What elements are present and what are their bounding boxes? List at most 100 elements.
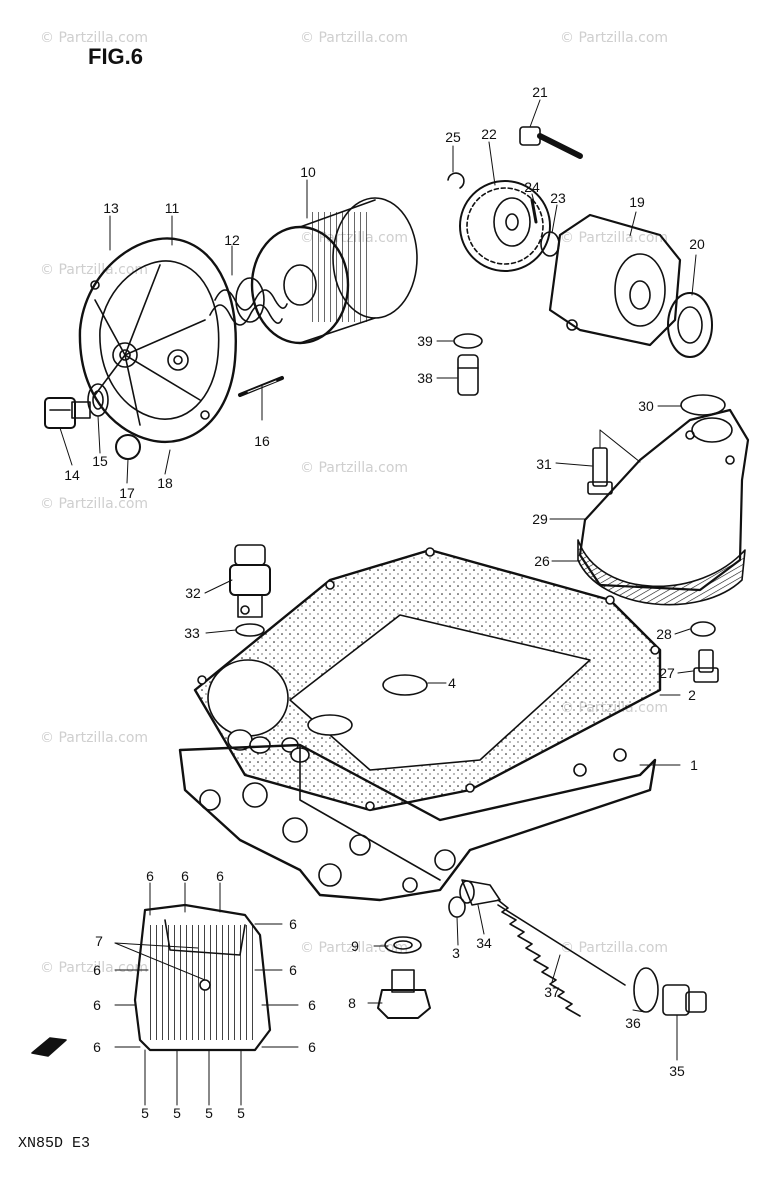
front-arrow-icon bbox=[31, 1037, 67, 1057]
callout-4: 4 bbox=[448, 675, 456, 691]
watermark: © Partzilla.com bbox=[40, 960, 149, 976]
callout-37: 37 bbox=[544, 984, 560, 1000]
pipe-38 bbox=[457, 354, 479, 396]
callout-35: 35 bbox=[669, 1063, 685, 1079]
callout-10: 10 bbox=[300, 164, 316, 180]
callout-6: 6 bbox=[289, 962, 297, 978]
clip-25 bbox=[447, 172, 465, 189]
watermark: © Partzilla.com bbox=[40, 496, 149, 512]
callout-6: 6 bbox=[93, 1039, 101, 1055]
callout-36: 36 bbox=[625, 1015, 641, 1031]
callout-28: 28 bbox=[656, 626, 672, 642]
bolt-14 bbox=[44, 397, 91, 429]
oil-pump-19 bbox=[548, 213, 682, 347]
callout-6: 6 bbox=[93, 962, 101, 978]
callout-8: 8 bbox=[348, 995, 356, 1011]
callout-19: 19 bbox=[629, 194, 645, 210]
callout-24: 24 bbox=[524, 179, 540, 195]
callout-15: 15 bbox=[92, 453, 108, 469]
bolt-27 bbox=[693, 649, 719, 683]
callout-33: 33 bbox=[184, 625, 200, 641]
callout-5: 5 bbox=[141, 1105, 149, 1121]
callout-9: 9 bbox=[351, 938, 359, 954]
pin-24 bbox=[530, 198, 538, 224]
bolt-21 bbox=[519, 126, 583, 159]
stud-bolt bbox=[238, 376, 284, 397]
callout-14: 14 bbox=[64, 467, 80, 483]
callout-2: 2 bbox=[688, 687, 696, 703]
screw-3 bbox=[448, 896, 466, 918]
callout-6: 6 bbox=[308, 1039, 316, 1055]
watermark: © Partzilla.com bbox=[560, 30, 669, 46]
callout-7: 7 bbox=[95, 933, 103, 949]
callout-25: 25 bbox=[445, 129, 461, 145]
callout-16: 16 bbox=[254, 433, 270, 449]
callout-17: 17 bbox=[119, 485, 135, 501]
o-ring-39 bbox=[453, 333, 483, 349]
callout-5: 5 bbox=[173, 1105, 181, 1121]
bolt-31 bbox=[587, 447, 613, 495]
callout-39: 39 bbox=[417, 333, 433, 349]
watermark: © Partzilla.com bbox=[40, 262, 149, 278]
watermark: © Partzilla.com bbox=[300, 30, 409, 46]
callout-30: 30 bbox=[638, 398, 654, 414]
model-code: XN85D E3 bbox=[18, 1135, 91, 1152]
oil-pan-1 bbox=[178, 743, 657, 902]
callout-31: 31 bbox=[536, 456, 552, 472]
callout-13: 13 bbox=[103, 200, 119, 216]
callout-6: 6 bbox=[289, 916, 297, 932]
watermark: © Partzilla.com bbox=[40, 730, 149, 746]
callout-5: 5 bbox=[205, 1105, 213, 1121]
leader-lines bbox=[59, 99, 697, 1106]
watermark: © Partzilla.com bbox=[560, 940, 669, 956]
callout-6: 6 bbox=[146, 868, 154, 884]
callout-5: 5 bbox=[237, 1105, 245, 1121]
callout-29: 29 bbox=[532, 511, 548, 527]
pump-gasket-20 bbox=[667, 292, 713, 358]
figure-title: FIG.6 bbox=[88, 44, 144, 69]
callout-6: 6 bbox=[216, 868, 224, 884]
gasket-36 bbox=[633, 967, 659, 1013]
watermark: © Partzilla.com bbox=[300, 460, 409, 476]
callout-22: 22 bbox=[481, 126, 497, 142]
plug-34 bbox=[459, 879, 501, 906]
drain-plug-8 bbox=[377, 969, 431, 1019]
callout-32: 32 bbox=[185, 585, 201, 601]
lower-oil-pan-7 bbox=[133, 903, 272, 1052]
callout-26: 26 bbox=[534, 553, 550, 569]
callout-1: 1 bbox=[690, 757, 698, 773]
o-ring-4 bbox=[382, 674, 428, 696]
filter-spring bbox=[209, 277, 288, 326]
watermark: © Partzilla.com bbox=[40, 30, 149, 46]
oil-strainer-29 bbox=[578, 408, 750, 592]
callout-3: 3 bbox=[452, 945, 460, 961]
callout-27: 27 bbox=[659, 665, 675, 681]
oil-pump-gear-22 bbox=[459, 180, 551, 272]
washer-28 bbox=[690, 621, 716, 637]
callout-12: 12 bbox=[224, 232, 240, 248]
callout-11: 11 bbox=[164, 200, 180, 216]
relief-spring-37 bbox=[497, 899, 626, 1017]
callout-21: 21 bbox=[532, 84, 548, 100]
oil-pan-gasket-2 bbox=[193, 547, 662, 812]
callout-6: 6 bbox=[93, 997, 101, 1013]
watermark: © Partzilla.com bbox=[560, 230, 669, 246]
watermark: © Partzilla.com bbox=[300, 940, 409, 956]
callout-20: 20 bbox=[689, 236, 705, 252]
strainer-cap-26 bbox=[577, 539, 746, 606]
callout-34: 34 bbox=[476, 935, 492, 951]
washer-23 bbox=[540, 231, 560, 257]
oil-pressure-switch-32 bbox=[229, 544, 271, 618]
gasket-9 bbox=[384, 936, 422, 954]
cap-17 bbox=[115, 434, 141, 460]
callout-38: 38 bbox=[417, 370, 433, 386]
plug-35 bbox=[662, 984, 707, 1016]
o-ring-30 bbox=[680, 394, 726, 416]
callout-23: 23 bbox=[550, 190, 566, 206]
gasket-33 bbox=[235, 623, 265, 637]
oil-filter-cover bbox=[78, 237, 237, 444]
callout-6: 6 bbox=[308, 997, 316, 1013]
callout-18: 18 bbox=[157, 475, 173, 491]
